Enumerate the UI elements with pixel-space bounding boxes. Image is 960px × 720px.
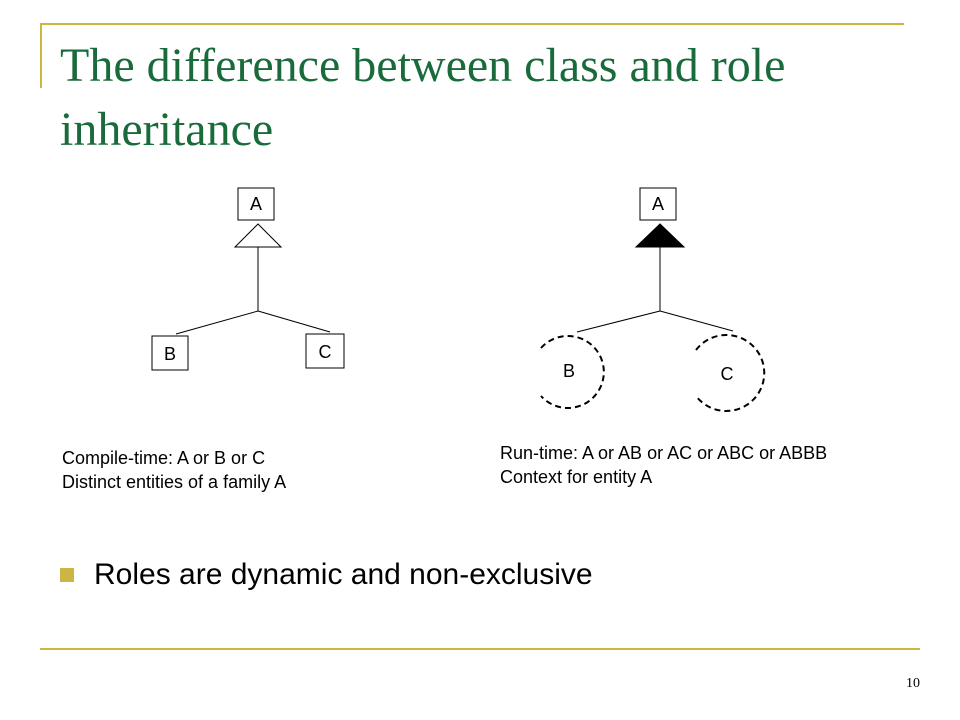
role-caption-line-2: Context for entity A xyxy=(500,467,653,487)
role-c-label: C xyxy=(721,364,734,384)
class-branch-c xyxy=(257,310,331,333)
class-caption-line-2: Distinct entities of a family A xyxy=(62,472,287,492)
role-a-box xyxy=(639,187,677,221)
role-a-label: A xyxy=(652,194,664,214)
role-inheritance-diagram: A B C xyxy=(540,187,766,412)
class-a-label: A xyxy=(250,194,262,214)
square-bullet-icon xyxy=(60,568,74,582)
class-a-box xyxy=(237,187,275,221)
role-branch-b xyxy=(576,310,661,333)
role-c-dashed-arc xyxy=(695,334,766,412)
class-b-box xyxy=(151,335,189,371)
role-b-dashed-arc xyxy=(540,335,605,409)
slide-title: The difference between class and role in… xyxy=(60,39,786,156)
class-branch-b xyxy=(175,310,259,335)
page-number: 10 xyxy=(906,676,920,691)
role-caption: Run-time: A or AB or AC or ABC or ABBB C… xyxy=(500,441,827,489)
class-inheritance-diagram: A B C xyxy=(151,187,345,371)
frame-bottom-rule xyxy=(40,648,920,650)
filled-role-triangle xyxy=(634,223,686,248)
class-c-box xyxy=(305,333,345,369)
frame-top-rule xyxy=(40,23,904,25)
bullet-item: Roles are dynamic and non-exclusive xyxy=(60,558,593,592)
open-inheritance-triangle xyxy=(233,223,283,248)
class-caption-line-1: Compile-time: A or B or C xyxy=(62,448,266,468)
role-b-label: B xyxy=(563,361,575,381)
role-caption-line-1: Run-time: A or AB or AC or ABC or ABBB xyxy=(500,443,828,463)
bullet-text: Roles are dynamic and non-exclusive xyxy=(94,558,593,591)
class-caption: Compile-time: A or B or C Distinct entit… xyxy=(62,446,286,494)
class-c-label: C xyxy=(319,342,332,362)
frame-left-rule xyxy=(40,23,42,88)
role-branch-c xyxy=(659,310,734,332)
class-b-label: B xyxy=(164,344,176,364)
